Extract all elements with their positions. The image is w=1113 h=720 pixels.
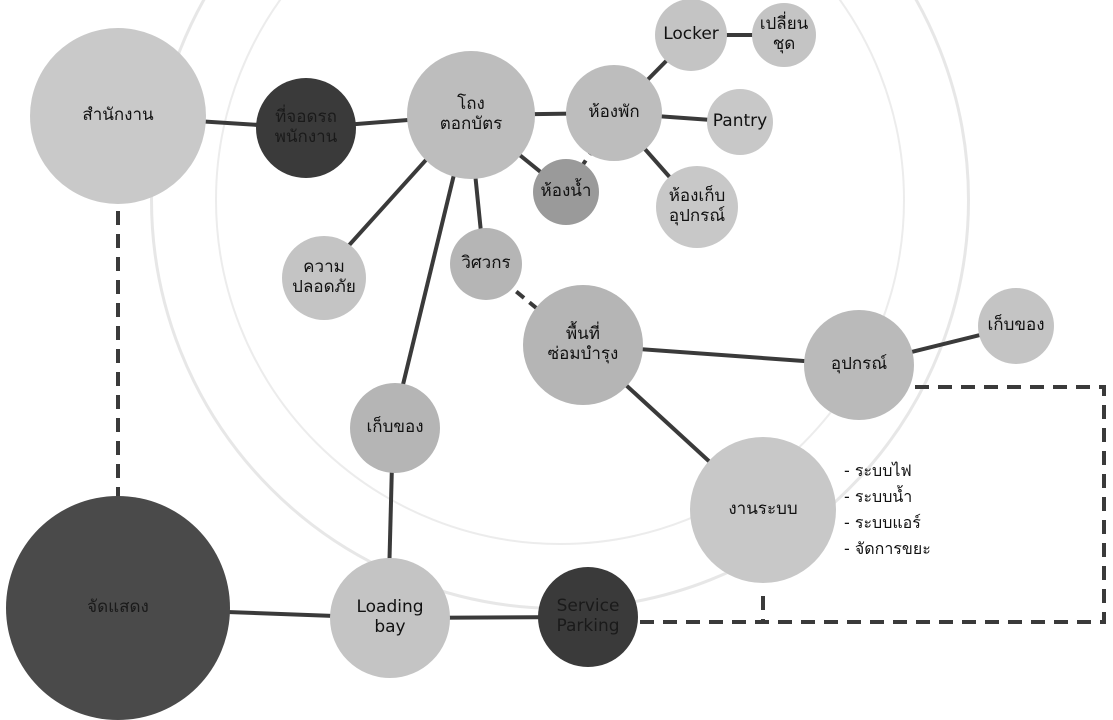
- systems-note-item: - จัดการขยะ: [844, 539, 931, 558]
- bubble-engineer: วิศวกร: [450, 228, 522, 300]
- bubble-label: เก็บของ: [366, 417, 424, 438]
- bubble-changing: เปลี่ยน ชุด: [752, 3, 816, 67]
- bubble-exhibition: จัดแสดง: [6, 496, 230, 720]
- bubble-label: ที่จอดรถ พนักงาน: [274, 107, 338, 147]
- bubble-label: เก็บของ: [987, 315, 1045, 336]
- bubble-equipment-store: ห้องเก็บ อุปกรณ์: [656, 166, 738, 248]
- bubble-label: ห้องพัก: [588, 102, 640, 123]
- bubble-label: โถง ตอกบัตร: [439, 94, 503, 134]
- bubble-label: ความ ปลอดภัย: [292, 257, 356, 297]
- bubble-label: เปลี่ยน ชุด: [759, 14, 809, 54]
- bubble-label: งานระบบ: [728, 499, 798, 520]
- systems-notes-list: - ระบบไฟ - ระบบน้ำ - ระบบแอร์ - จัดการขย…: [844, 458, 931, 562]
- bubble-locker: Locker: [655, 0, 727, 71]
- bubble-pantry: Pantry: [707, 89, 773, 155]
- systems-note-item: - ระบบไฟ: [844, 461, 912, 480]
- systems-note-item: - ระบบน้ำ: [844, 487, 913, 506]
- bubble-label: อุปกรณ์: [830, 354, 888, 375]
- bubble-security: ความ ปลอดภัย: [282, 236, 366, 320]
- bubble-label: Loading bay: [356, 597, 424, 637]
- bubble-label: วิศวกร: [461, 253, 511, 274]
- bubble-staff-parking: ที่จอดรถ พนักงาน: [256, 78, 356, 178]
- bubble-storage: เก็บของ: [350, 383, 440, 473]
- bubble-office: สำนักงาน: [30, 28, 206, 204]
- bubble-loading: Loading bay: [330, 558, 450, 678]
- bubble-label: จัดแสดง: [87, 597, 149, 618]
- connector-locker-to-changing: [691, 33, 784, 37]
- dashed-connector-service-parking-to-equipment: [640, 385, 1106, 624]
- bubble-ticket: โถง ตอกบัตร: [407, 51, 535, 179]
- bubble-maintenance: พื้นที่ ซ่อมบำรุง: [523, 285, 643, 405]
- bubble-label: ห้องเก็บ อุปกรณ์: [668, 186, 726, 226]
- bubble-label: Service Parking: [556, 596, 620, 636]
- systems-note-item: - ระบบแอร์: [844, 513, 921, 532]
- bubble-service-parking: Service Parking: [538, 567, 638, 667]
- bubble-restroom: ห้องน้ำ: [533, 159, 599, 225]
- bubble-label: Locker: [663, 24, 719, 45]
- bubble-lounge: ห้องพัก: [566, 65, 662, 161]
- bubble-label: พื้นที่ ซ่อมบำรุง: [547, 324, 619, 364]
- bubble-label: สำนักงาน: [82, 105, 154, 126]
- bubble-label: ห้องน้ำ: [540, 181, 592, 202]
- bubble-storage-right: เก็บของ: [978, 288, 1054, 364]
- bubble-label: Pantry: [712, 111, 768, 132]
- bubble-equipment: อุปกรณ์: [804, 310, 914, 420]
- bubble-systems: งานระบบ: [690, 437, 836, 583]
